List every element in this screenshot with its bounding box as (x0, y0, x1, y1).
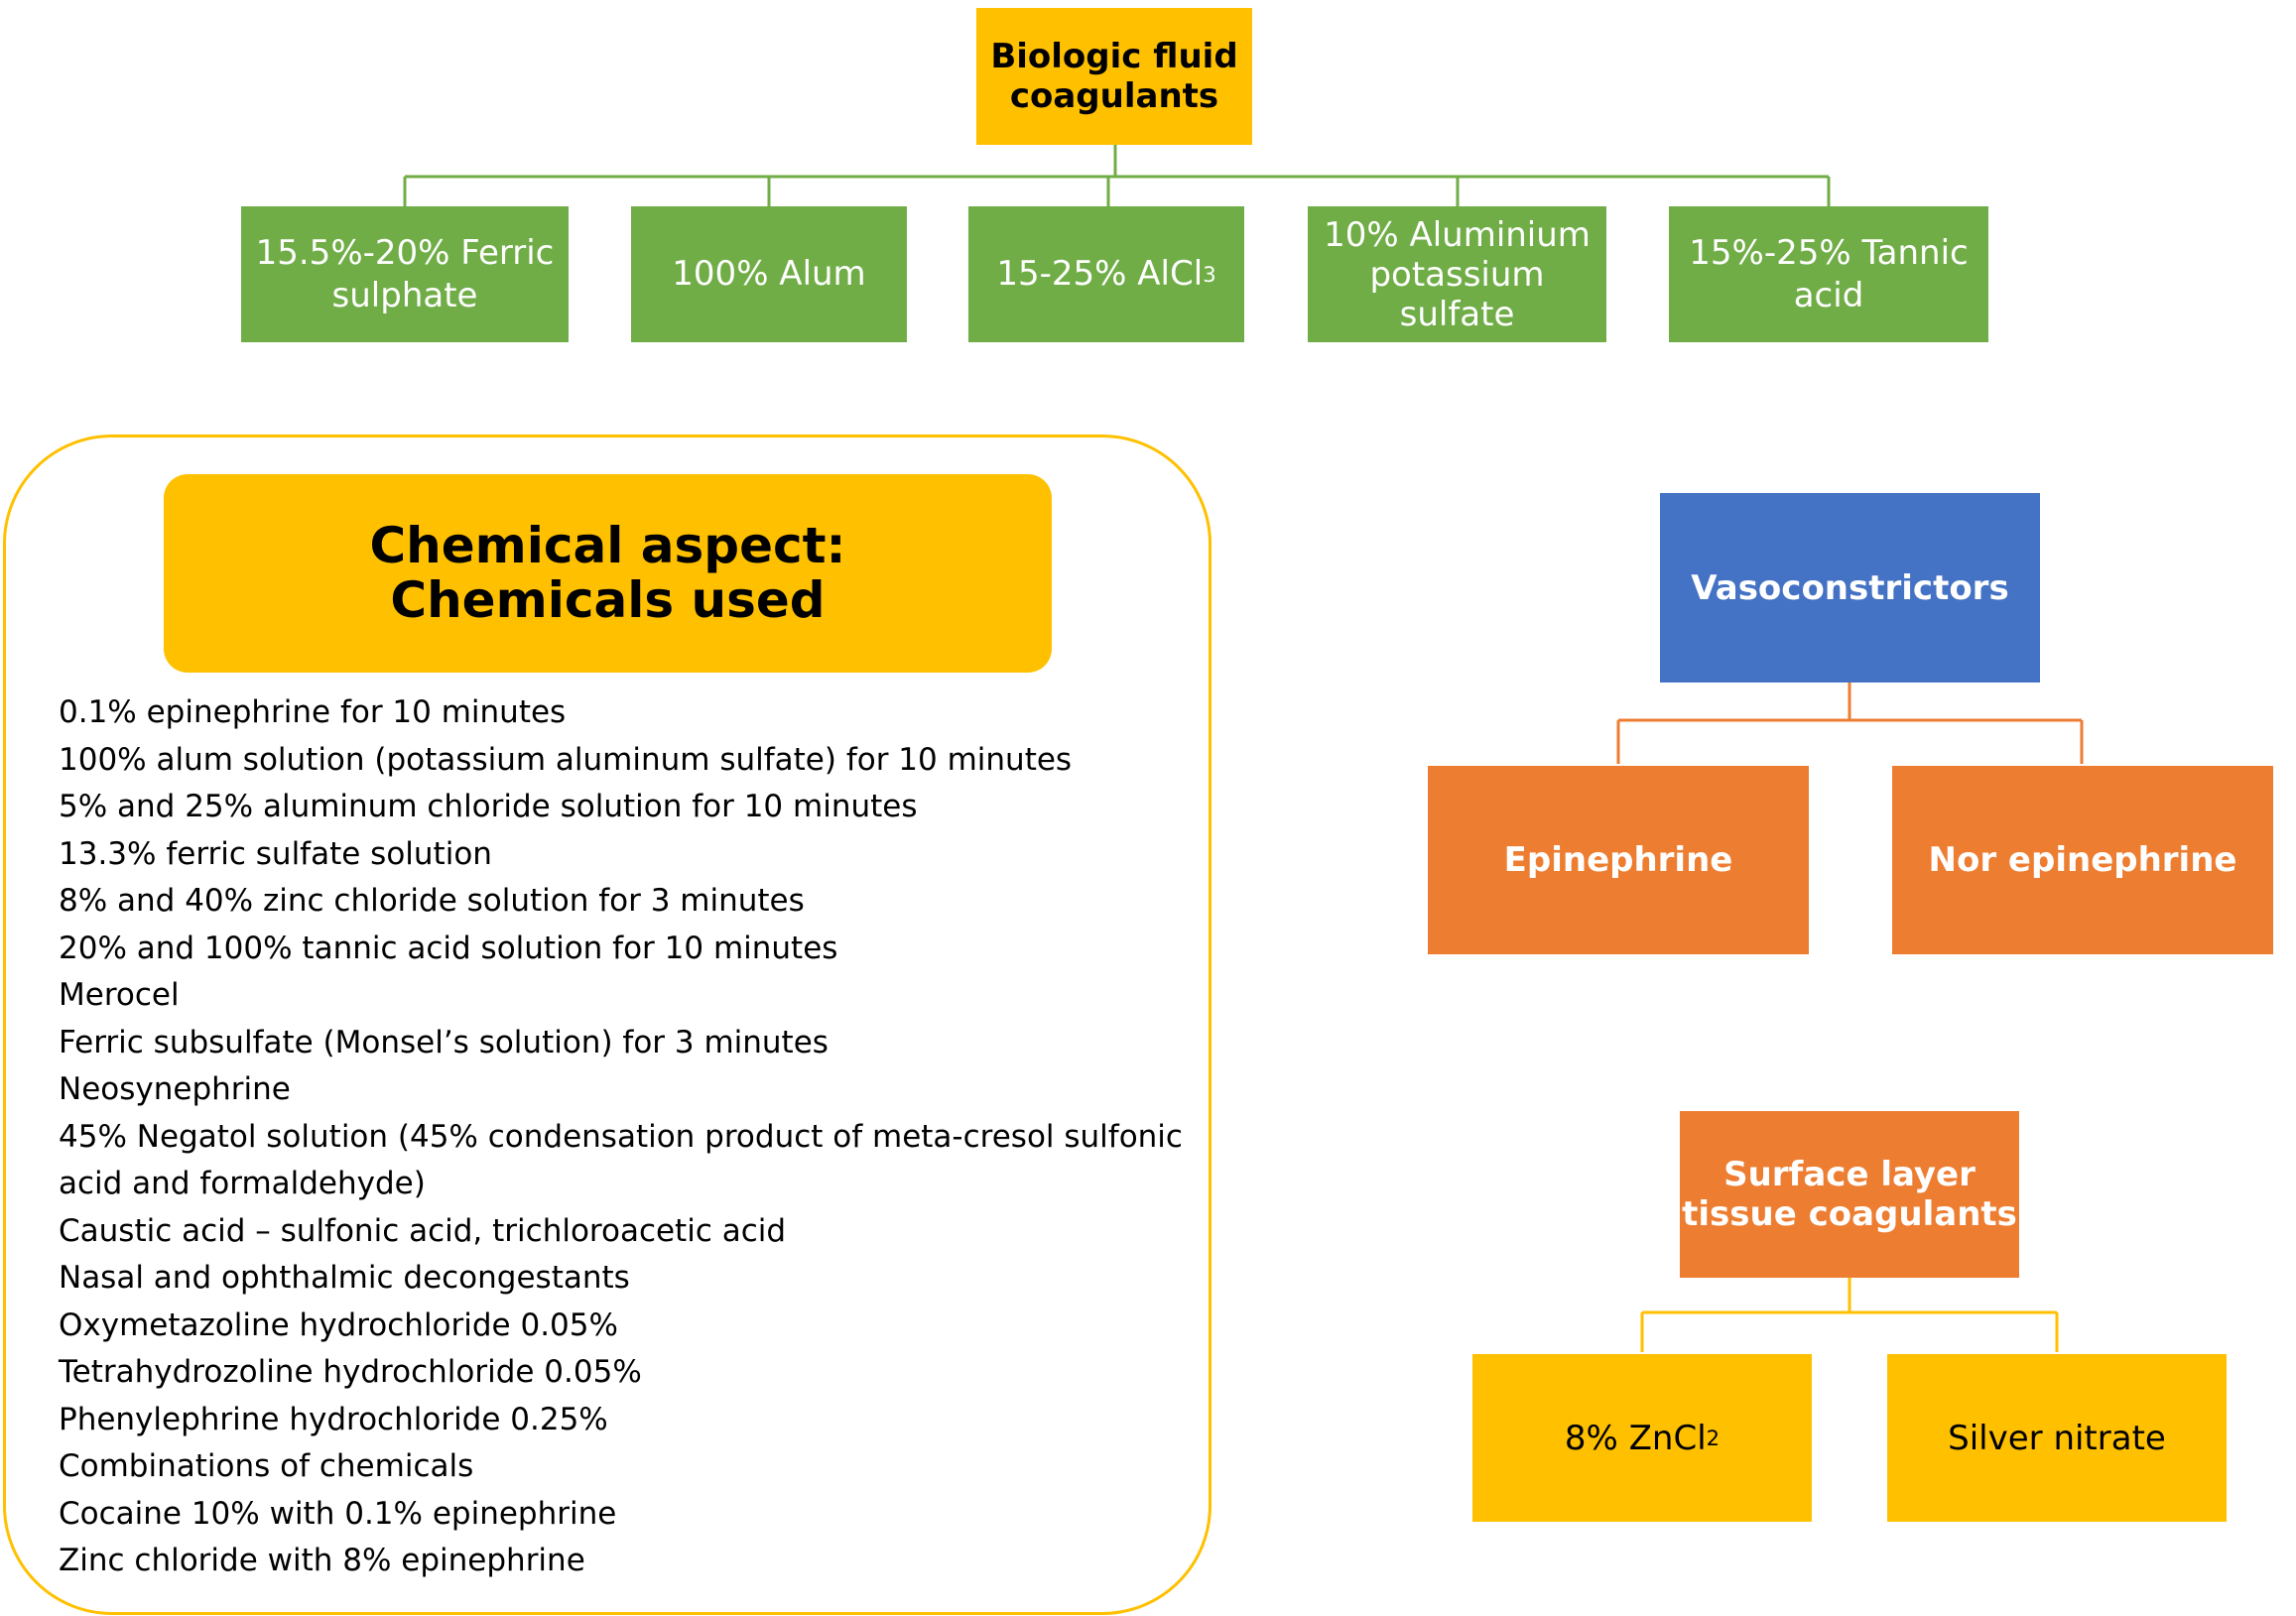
chemical-list-item: 13.3% ferric sulfate solution (59, 835, 492, 872)
vasoconstrictor-node-epinephrine: Epinephrine (1428, 766, 1809, 954)
zncl2-label: 8% ZnCl (1564, 1418, 1707, 1458)
chemical-list-item: Caustic acid – sulfonic acid, trichloroa… (59, 1212, 787, 1249)
chemical-list-item: Oxymetazoline hydrochloride 0.05% (59, 1306, 618, 1343)
biologic-title-box: Biologic fluid coagulants (976, 8, 1252, 145)
biologic-node-ferric-sulphate: 15.5%-20% Ferric sulphate (241, 206, 569, 342)
chemical-list-item: Ferric subsulfate (Monsel’s solution) fo… (59, 1024, 829, 1060)
chemical-list-item: 0.1% epinephrine for 10 minutes (59, 694, 567, 730)
chemical-list-item: Zinc chloride with 8% epinephrine (59, 1543, 585, 1578)
chemical-list-item: 45% Negatol solution (45% condensation p… (59, 1118, 1183, 1155)
surface-connectors (1640, 1278, 2059, 1352)
biologic-node-aluminium-potassium-sulfate: 10% Aluminium potassium sulfate (1308, 206, 1606, 342)
chemical-list-item: Cocaine 10% with 0.1% epinephrine (59, 1495, 617, 1532)
vasoconstrictor-node-nor-epinephrine: Nor epinephrine (1892, 766, 2273, 954)
chemical-list-item: Neosynephrine (59, 1071, 291, 1107)
vasoconstrictors-title-box: Vasoconstrictors (1660, 493, 2040, 683)
vasoconstrictor-connectors (1616, 683, 2084, 764)
chemical-list-item: Combinations of chemicals (59, 1448, 474, 1484)
chemical-list-item: Nasal and ophthalmic decongestants (59, 1260, 630, 1296)
chemical-list-item: 8% and 40% zinc chloride solution for 3 … (59, 883, 805, 919)
chemical-title: Chemical aspect: Chemicals used (164, 474, 1052, 673)
chemical-panel (3, 435, 1212, 1615)
chemical-list-item: Phenylephrine hydrochloride 0.25% (59, 1401, 608, 1437)
chemical-list: 0.1% epinephrine for 10 minutes 100% alum… (59, 689, 1190, 1585)
biologic-node-alum: 100% Alum (631, 206, 907, 342)
surface-node-silver-nitrate: Silver nitrate (1887, 1354, 2227, 1522)
chemical-list-item: Merocel (59, 977, 180, 1013)
chemical-list-item: 20% and 100% tannic acid solution for 10… (59, 930, 838, 966)
alcl3-label: 15-25% AlCl (996, 254, 1204, 294)
biologic-node-tannic-acid: 15%-25% Tannic acid (1669, 206, 1988, 342)
biologic-connectors (403, 145, 1831, 206)
chemical-list-item: Tetrahydrozoline hydrochloride 0.05% (59, 1354, 642, 1390)
chemical-list-item: acid and formaldehyde) (59, 1166, 426, 1201)
surface-title-box: Surface layer tissue coagulants (1680, 1111, 2019, 1278)
chemical-list-item: 5% and 25% aluminum chloride solution fo… (59, 789, 918, 824)
chemical-list-item: 100% alum solution (potassium aluminum s… (59, 741, 1073, 778)
